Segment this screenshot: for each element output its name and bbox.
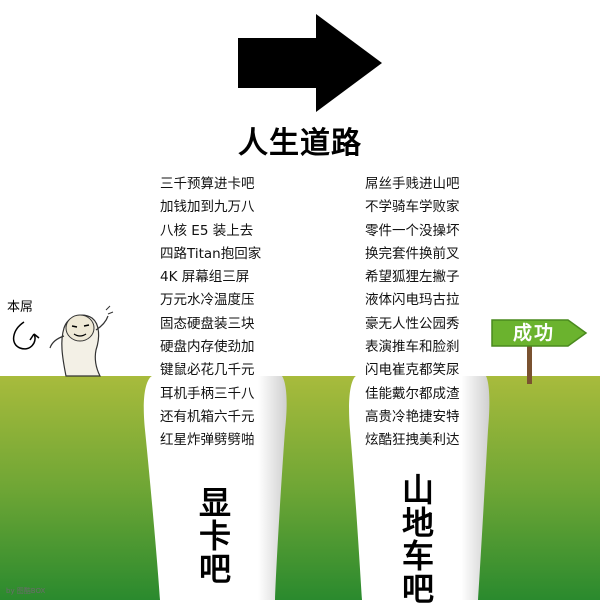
right-path-text: 屌丝手贱进山吧 不学骑车学败家 零件一个没操坏 换完套件换前叉 希望狐狸左撇子 … — [365, 173, 485, 453]
right-line: 零件一个没操坏 — [365, 222, 460, 239]
left-line: 万元水冷温度压 — [160, 292, 255, 309]
right-line: 豪无人性公园秀 — [365, 315, 460, 332]
right-line: 表演推车和脸刹 — [365, 339, 460, 356]
left-destination-label: 显 卡 吧 — [195, 487, 235, 586]
right-line: 佳能戴尔都成渣 — [365, 385, 460, 402]
left-line: 固态硬盘装三块 — [160, 315, 255, 332]
left-line: 八核 E5 装上去 — [160, 222, 254, 239]
left-path-pit — [143, 376, 287, 600]
right-line: 液体闪电玛古拉 — [365, 292, 460, 309]
right-line: 高贵冷艳捷安特 — [365, 408, 460, 425]
left-line: 硬盘内存使劲加 — [160, 339, 255, 356]
watermark: by 图酷BOX — [6, 587, 46, 595]
destination-char: 山 — [401, 471, 434, 509]
meme-face-icon — [12, 305, 114, 377]
sign-board — [491, 319, 588, 347]
destination-char: 车 — [401, 537, 434, 575]
destination-char: 显 — [198, 484, 231, 522]
right-path-pit — [349, 376, 490, 600]
left-line: 键鼠必花几千元 — [160, 362, 255, 379]
right-line: 屌丝手贱进山吧 — [365, 176, 460, 192]
arrow-signpost-icon — [491, 319, 588, 384]
left-line: 加钱加到九万八 — [160, 199, 255, 216]
left-path-text: 三千预算进卡吧 加钱加到九万八 八核 E5 装上去 四路Titan抱回家 4K … — [160, 173, 280, 453]
left-line: 四路Titan抱回家 — [160, 245, 262, 262]
right-line: 换完套件换前叉 — [365, 245, 460, 262]
character-label: 本屌 — [7, 300, 34, 315]
left-line: 还有机箱六千元 — [160, 408, 255, 425]
right-line: 不学骑车学败家 — [365, 199, 460, 216]
right-line: 炫酷狂拽美利达 — [365, 432, 460, 449]
destination-char: 吧 — [401, 570, 434, 608]
left-line: 红星炸弹劈劈啪 — [160, 432, 255, 449]
right-destination-label: 山 地 车 吧 — [398, 474, 438, 606]
destination-char: 卡 — [198, 517, 231, 555]
right-line: 希望狐狸左撇子 — [365, 269, 460, 286]
left-line: 耳机手柄三千八 — [160, 385, 255, 402]
left-line: 4K 屏幕组三屏 — [160, 269, 250, 286]
page-title: 人生道路 — [238, 126, 362, 161]
grass-field — [0, 376, 600, 600]
left-line: 三千预算进卡吧 — [160, 176, 255, 192]
arrow-right-icon — [238, 14, 382, 112]
sign-post — [527, 344, 532, 384]
sign-label: 成功 — [512, 322, 555, 344]
destination-char: 地 — [401, 504, 434, 542]
right-line: 闪电崔克都笑尿 — [365, 362, 460, 379]
destination-char: 吧 — [198, 550, 231, 588]
